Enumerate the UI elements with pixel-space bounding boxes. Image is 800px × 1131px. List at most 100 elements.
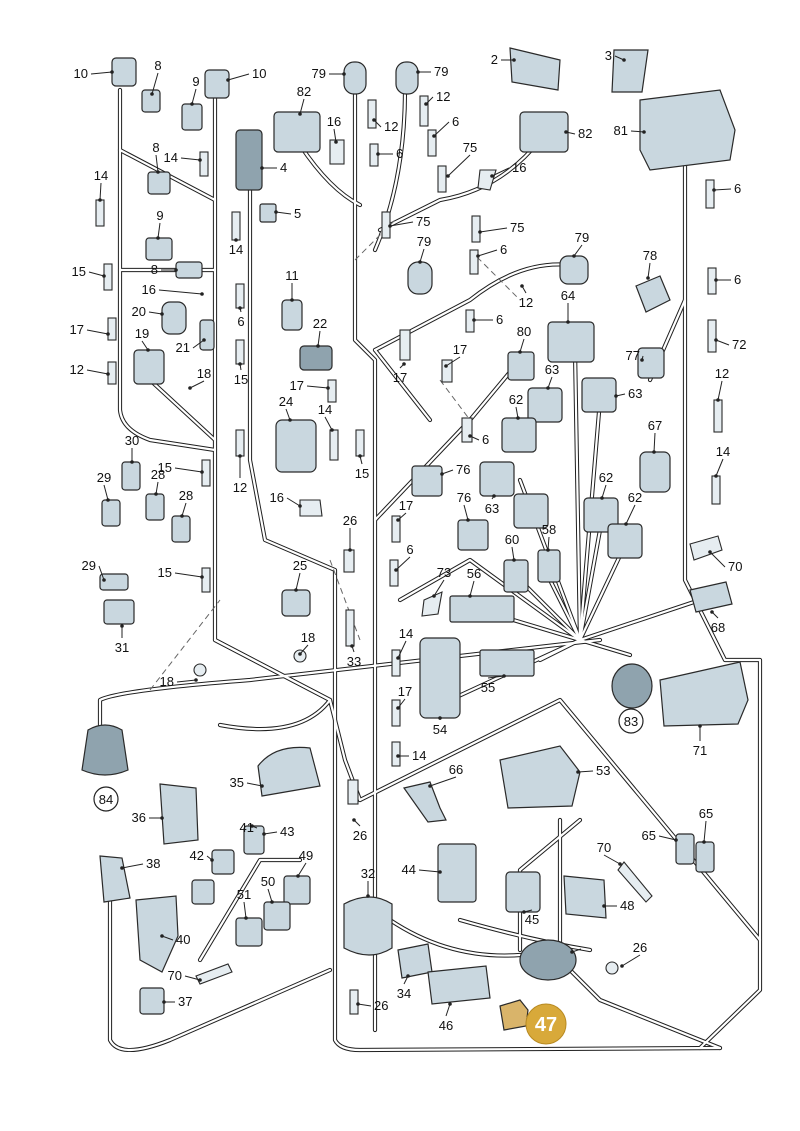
label-10: 10 <box>74 66 88 81</box>
leader-arrow <box>238 454 242 458</box>
callout-26-80: 26 <box>343 513 357 552</box>
callout-18-35: 18 <box>188 366 211 390</box>
leader-line <box>90 71 113 75</box>
callout-78-72: 78 <box>643 248 657 280</box>
leader-arrow <box>440 472 444 476</box>
label-4: 4 <box>280 160 287 175</box>
callout-45-117: 45 <box>522 909 539 927</box>
leader-arrow <box>564 130 568 134</box>
leader-arrow <box>210 858 214 862</box>
label-50: 50 <box>261 874 275 889</box>
label-15: 15 <box>158 565 172 580</box>
leader-arrow <box>492 494 496 498</box>
label-35: 35 <box>230 775 244 790</box>
label-70: 70 <box>728 559 742 574</box>
label-22: 22 <box>313 316 327 331</box>
leader-arrow <box>274 210 278 214</box>
label-9: 9 <box>156 208 163 223</box>
label-12: 12 <box>384 119 398 134</box>
label-14: 14 <box>318 402 332 417</box>
label-56: 56 <box>467 566 481 581</box>
leader-line <box>299 644 309 655</box>
callout-75-41: 75 <box>388 214 430 229</box>
leader-line <box>441 469 454 475</box>
leader-line <box>395 556 411 571</box>
leader-arrow <box>446 174 450 178</box>
leader-arrow <box>156 170 160 174</box>
leader-line <box>625 504 636 525</box>
leader-arrow <box>512 558 516 562</box>
leader-line <box>715 458 724 477</box>
leader-line <box>86 369 109 375</box>
leader-line <box>357 1003 372 1007</box>
leader-line <box>463 504 469 521</box>
leader-line <box>121 863 144 869</box>
callout-17-38: 17 <box>290 378 330 393</box>
label-17: 17 <box>398 684 412 699</box>
label-26: 26 <box>353 828 367 843</box>
callout-82-4: 82 <box>297 84 311 116</box>
callout-15-26: 15 <box>72 264 106 279</box>
leader-line <box>479 227 508 233</box>
label-45: 45 <box>525 912 539 927</box>
leader-arrow <box>294 588 298 592</box>
leader-line <box>174 467 203 473</box>
leader-arrow <box>244 916 248 920</box>
leader-arrow <box>710 610 714 614</box>
callout-72-71: 72 <box>714 337 746 352</box>
label-48: 48 <box>620 898 634 913</box>
leader-arrow <box>652 450 656 454</box>
callout-14-39: 14 <box>318 402 334 432</box>
callout-30-56: 30 <box>125 433 139 464</box>
leader-arrow <box>396 656 400 660</box>
callout-4-20: 4 <box>260 160 287 175</box>
label-18: 18 <box>160 674 174 689</box>
leader-arrow <box>376 152 380 156</box>
callout-62-77: 62 <box>624 490 642 526</box>
leader-arrow <box>546 386 550 390</box>
callout-82-17: 82 <box>564 126 592 141</box>
callout-28-60: 28 <box>179 488 193 518</box>
label-21: 21 <box>176 340 190 355</box>
callout-34-121: 34 <box>397 974 411 1001</box>
label-41: 41 <box>240 820 254 835</box>
label-5: 5 <box>294 206 301 221</box>
label-40: 40 <box>176 932 190 947</box>
leader-arrow <box>716 398 720 402</box>
callout-21-32: 21 <box>176 338 206 355</box>
label-16: 16 <box>270 490 284 505</box>
label-26: 26 <box>374 998 388 1013</box>
leader-arrow <box>102 578 106 582</box>
leader-arrow <box>388 224 392 228</box>
leader-arrow <box>180 514 184 518</box>
callout-60-79: 60 <box>505 532 519 562</box>
highlight-badge-47[interactable]: 47 <box>525 1003 567 1045</box>
leader-arrow <box>624 522 628 526</box>
leader-line <box>447 154 471 177</box>
callout-12-69: 12 <box>715 366 729 402</box>
label-44: 44 <box>402 862 416 877</box>
leader-arrow <box>350 644 354 648</box>
leader-line <box>713 188 732 191</box>
callout-12-61: 12 <box>233 454 247 495</box>
callout-17-50: 17 <box>444 342 467 368</box>
leader-arrow <box>614 394 618 398</box>
callout-32-115: 32 <box>361 866 375 898</box>
callout-43-104: 43 <box>262 824 294 839</box>
callout-20-29: 20 <box>132 304 164 319</box>
callout-8-18: 8 <box>152 140 160 174</box>
label-53: 53 <box>596 763 610 778</box>
label-6: 6 <box>482 432 489 447</box>
label-37: 37 <box>178 994 192 1009</box>
leader-arrow <box>372 118 376 122</box>
label-75: 75 <box>510 220 524 235</box>
label-55: 55 <box>481 680 495 695</box>
label-46: 46 <box>439 1018 453 1033</box>
label-29: 29 <box>97 470 111 485</box>
label-83: 83 <box>624 714 638 729</box>
label-63: 63 <box>545 362 559 377</box>
callout-66-99: 66 <box>428 762 463 788</box>
leader-arrow <box>202 338 206 342</box>
leader-arrow <box>566 320 570 324</box>
